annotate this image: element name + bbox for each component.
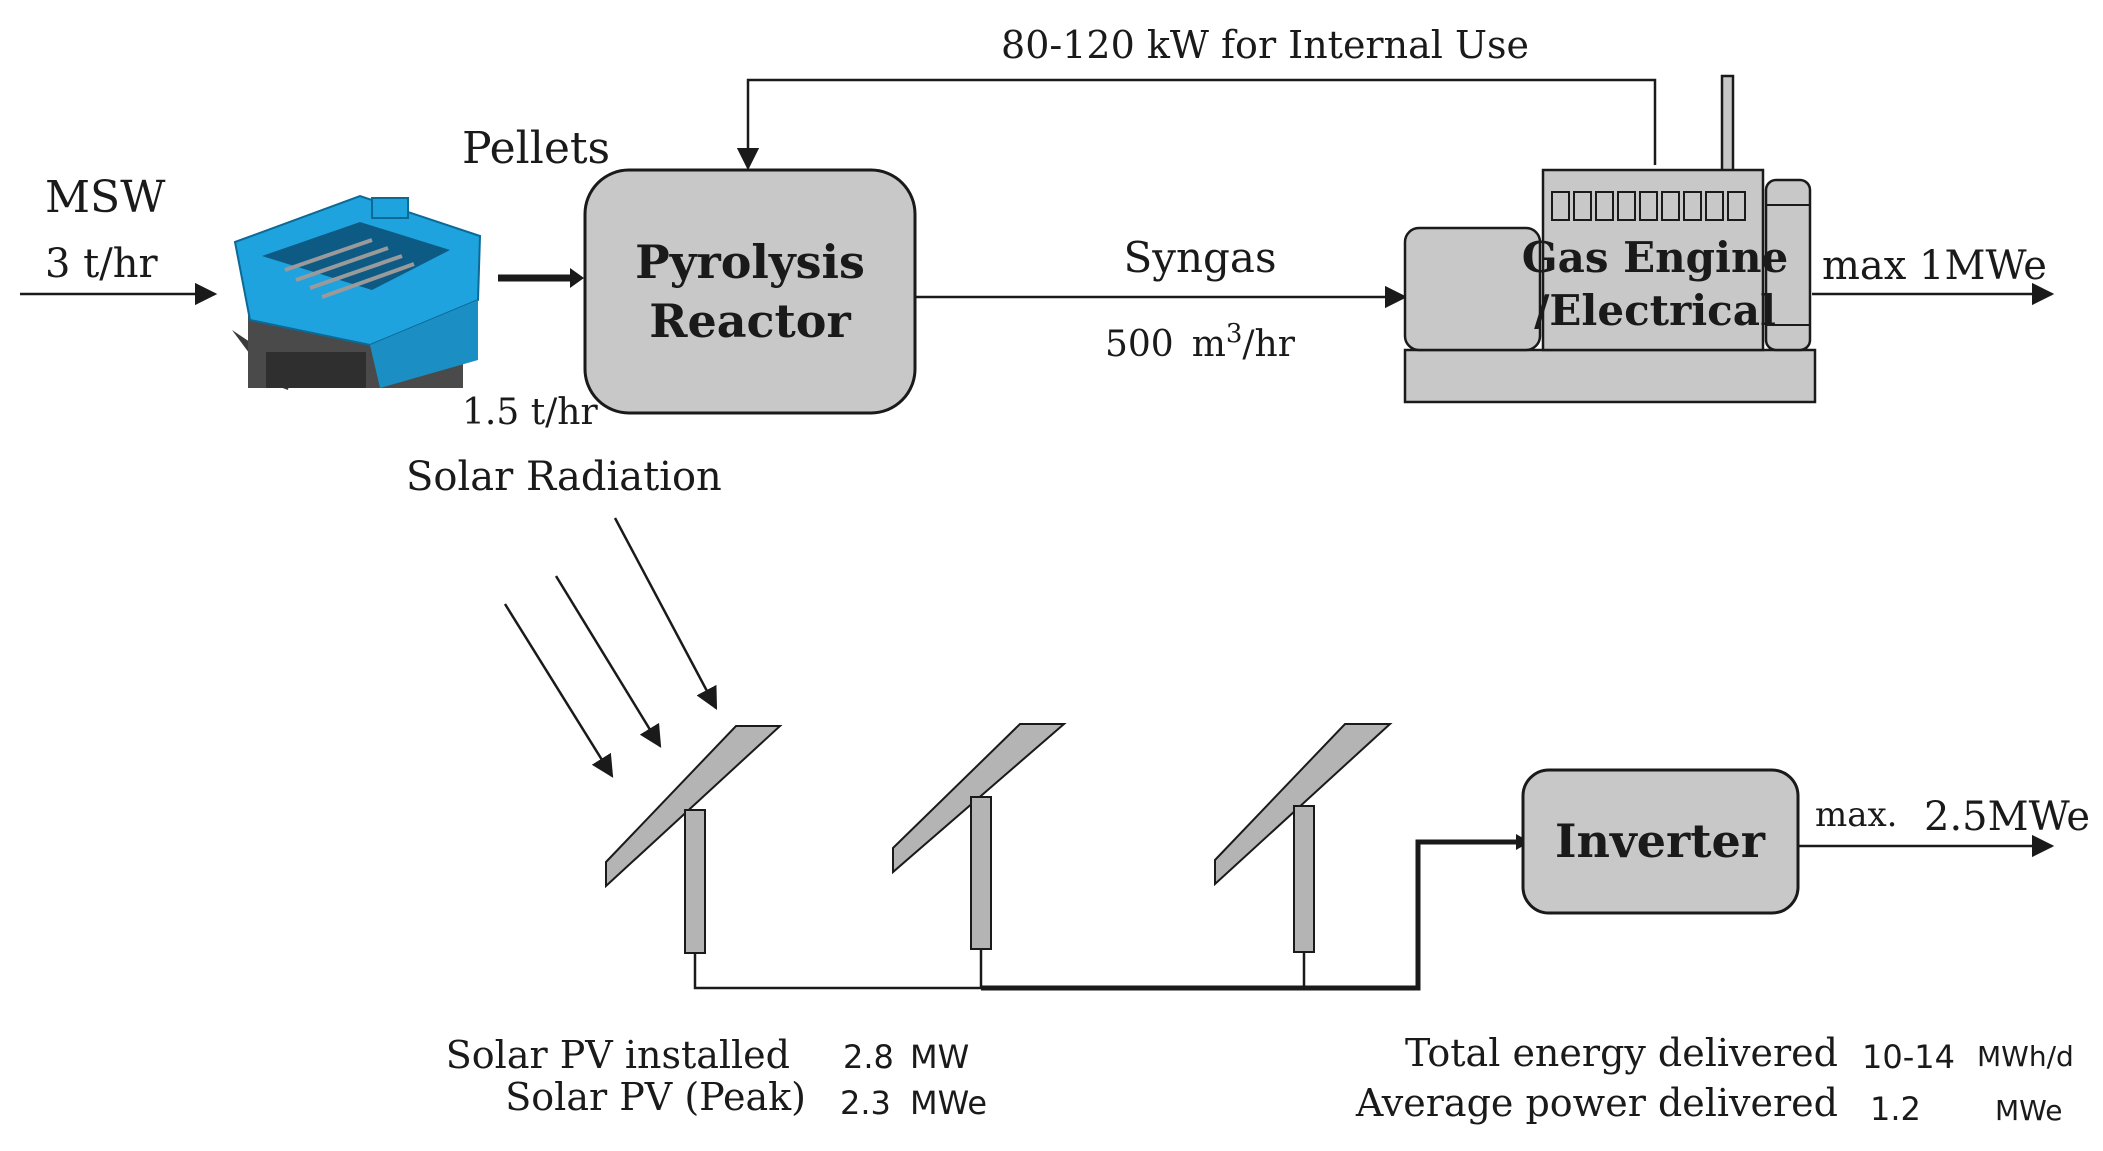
inverter-label: Inverter xyxy=(1555,814,1766,868)
inverter-output-prefix: max. xyxy=(1815,795,1898,835)
stat-label: Average power delivered xyxy=(1355,1081,1838,1125)
engine-output-label: max 1MWe xyxy=(1822,243,2047,289)
stat-value: 10-14 xyxy=(1862,1038,1955,1076)
stat-unit: MWe xyxy=(910,1084,987,1122)
msw-rate: 3 t/hr xyxy=(45,241,158,287)
pellets-rate: 1.5 t/hr xyxy=(462,392,598,433)
solar-panel-2 xyxy=(892,723,1067,950)
delivery-stats: Total energy delivered 10-14 MWh/d Avera… xyxy=(1355,1031,2074,1128)
solar-rays xyxy=(503,517,718,778)
stat-value: 2.8 xyxy=(843,1038,894,1076)
shredder-icon xyxy=(232,194,482,390)
stat-unit: MW xyxy=(910,1038,969,1076)
syngas-rate-tail: /hr xyxy=(1242,324,1295,365)
stat-label: Solar PV installed xyxy=(446,1033,790,1077)
gas-engine-icon xyxy=(1403,74,1817,404)
pv-stats: Solar PV installed 2.8 MW Solar PV (Peak… xyxy=(446,1033,987,1122)
stat-unit: MWh/d xyxy=(1977,1040,2074,1073)
reactor-label-line2: Reactor xyxy=(649,294,851,348)
msw-label: MSW xyxy=(45,172,166,223)
solar-radiation-label: Solar Radiation xyxy=(406,454,722,500)
engine-label-line1: Gas Engine xyxy=(1522,233,1788,282)
syngas-rate-unit: m xyxy=(1192,324,1226,365)
stat-unit: MWe xyxy=(1995,1094,2062,1127)
syngas-label: Syngas xyxy=(1123,233,1276,282)
syngas-rate-sup: 3 xyxy=(1226,319,1243,349)
stat-value: 2.3 xyxy=(840,1084,891,1122)
internal-use-label: 80-120 kW for Internal Use xyxy=(1001,23,1529,67)
inverter-output-value: 2.5MWe xyxy=(1924,794,2090,840)
inverter-box xyxy=(1521,768,1800,915)
pv-wiring xyxy=(693,839,1518,991)
stat-label: Total energy delivered xyxy=(1405,1031,1838,1075)
pyrolysis-reactor-box xyxy=(583,168,917,415)
reactor-label-line1: Pyrolysis xyxy=(635,235,865,289)
internal-use-loop xyxy=(736,78,1657,171)
solar-panel-3 xyxy=(1214,723,1393,953)
engine-label-line2: /Electrical xyxy=(1534,286,1776,335)
syngas-rate-value: 500 xyxy=(1105,324,1174,365)
pellets-label: Pellets xyxy=(462,123,610,174)
stat-label: Solar PV (Peak) xyxy=(505,1075,806,1119)
syngas-rate: 500 m3/hr xyxy=(1105,319,1296,365)
stat-value: 1.2 xyxy=(1870,1090,1921,1128)
solar-panel-1 xyxy=(605,725,783,954)
